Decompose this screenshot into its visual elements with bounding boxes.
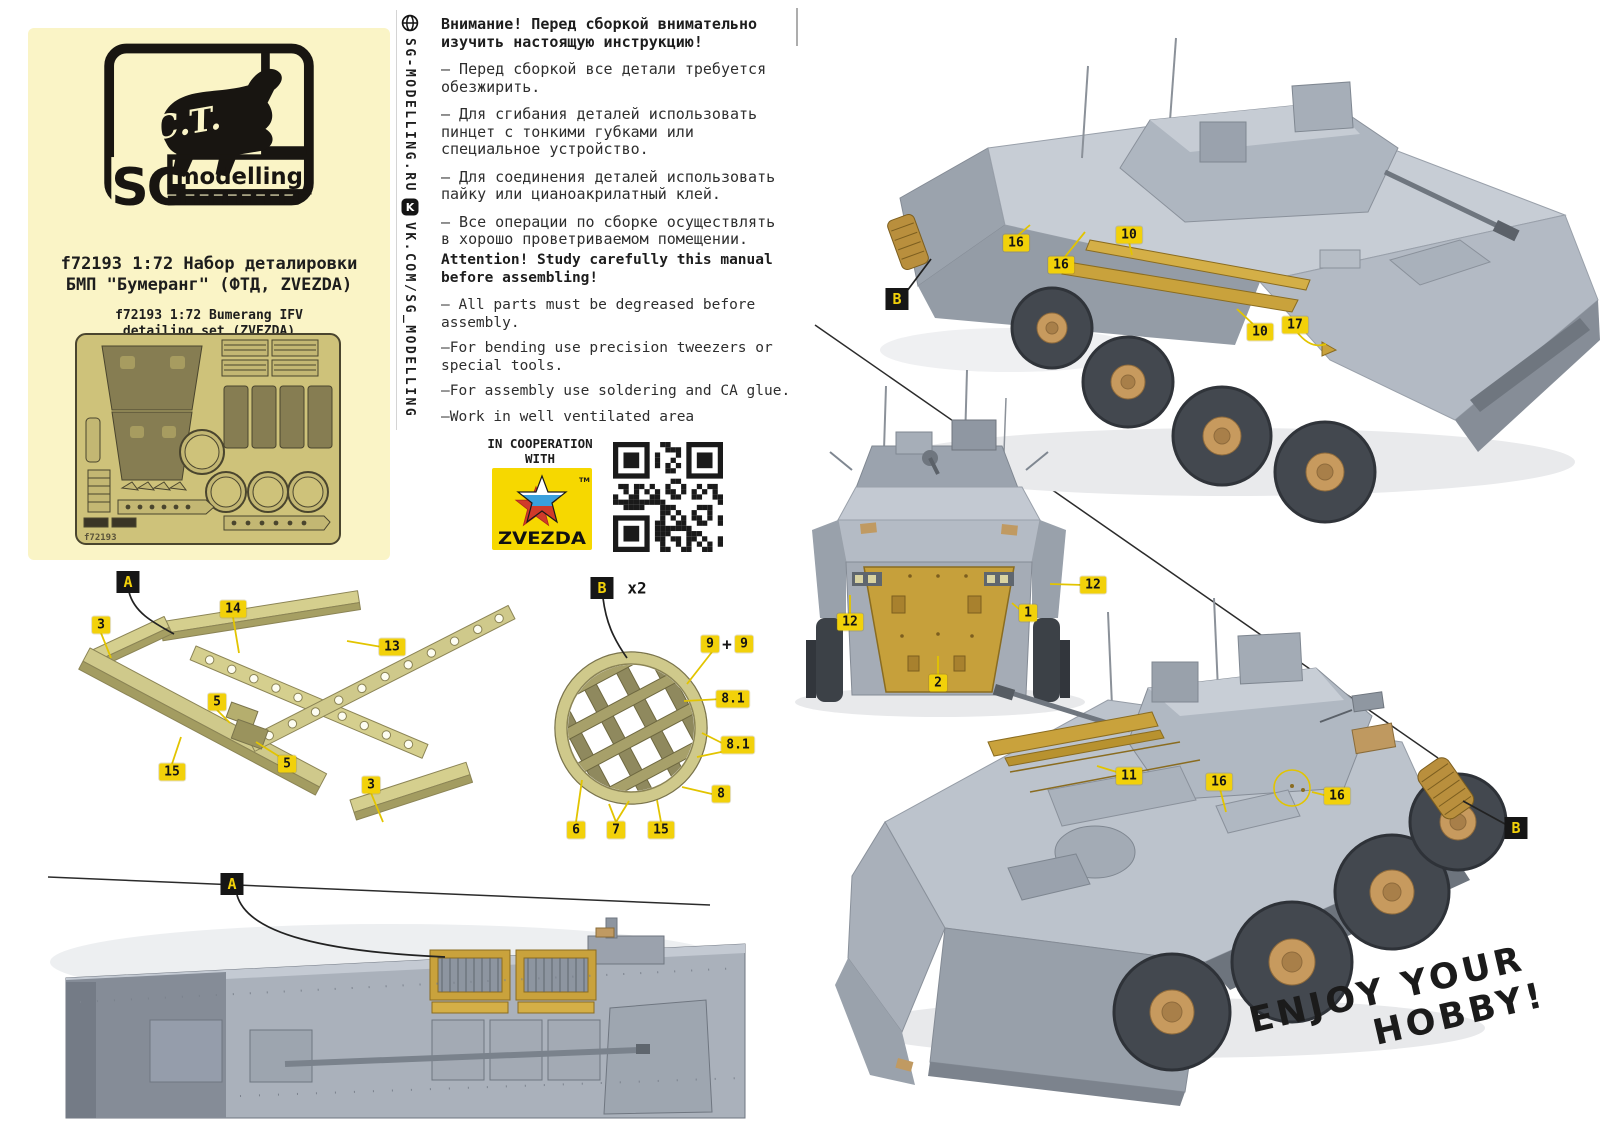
vk-url: VK.COM/SG_MODELLING <box>402 222 417 419</box>
diagram-b-drawing <box>545 642 717 814</box>
callout-diagram-a-13: 13 <box>379 638 405 656</box>
instruction-item-ru: – Для сгибания деталей использовать пинц… <box>441 105 758 158</box>
zvezda-wordmark: ZVEZDA <box>498 529 587 549</box>
photo-front-drawing <box>795 369 1085 717</box>
column-divider <box>396 10 397 430</box>
callout-photo-rear-16: 16 <box>1324 787 1350 805</box>
zvezda-tm: TM <box>579 476 590 484</box>
callout-diagram-a-15: 15 <box>159 763 185 781</box>
callout-photo-side-A: A <box>220 873 244 895</box>
instruction-item-en: –For assembly use soldering and CA glue. <box>441 383 791 399</box>
callout-diagram-a-5: 5 <box>208 693 226 711</box>
callout-diagram-b-8: 8 <box>712 785 730 803</box>
bear-silhouette <box>161 68 282 177</box>
instructions-en-heading: Attention! Study carefully this manual b… <box>441 252 773 286</box>
instructions-ru: Внимание! Перед сборкой внимательно изуч… <box>441 15 789 259</box>
callout-photo-top-17: 17 <box>1282 316 1308 334</box>
callout-photo-top-10: 10 <box>1247 323 1273 341</box>
callout-diagram-a-14: 14 <box>220 600 246 618</box>
instruction-item-en: –For bending use precision tweezers or s… <box>441 340 773 374</box>
callout-diagram-b-15: 15 <box>648 821 674 839</box>
svg-text:K: K <box>406 201 415 214</box>
globe-icon <box>401 14 419 32</box>
callout-photo-rear-B: B <box>1504 817 1528 839</box>
photo-top-drawing <box>880 37 1600 524</box>
fret-part-code: f72193 <box>84 533 117 543</box>
cooperation-block: IN COOPERATION WITH TM ZVEZDA <box>440 430 770 560</box>
callout-photo-front-1: 1 <box>1019 604 1037 622</box>
callout-diagram-b-9: 9 <box>735 635 753 653</box>
logo-brand: SG <box>111 158 187 218</box>
callout-diagram-a-A: A <box>116 571 140 593</box>
callout-photo-rear-16: 16 <box>1206 773 1232 791</box>
callout-photo-top-16: 16 <box>1048 256 1074 274</box>
callout-photo-top-10: 10 <box>1116 226 1142 244</box>
photo-etch-fret: f72193 <box>74 330 344 548</box>
callout-photo-top-B: B <box>885 288 909 310</box>
diagram-a-drawing <box>78 590 516 821</box>
instructions-en: Attention! Study carefully this manual b… <box>441 252 813 434</box>
sg-modelling-logo: C.T. SG modelling <box>102 42 316 220</box>
website-url: SG-MODELLING.RU <box>402 38 417 193</box>
instruction-item-en: –Work in well ventilated area <box>441 408 695 425</box>
callout-diagram-b-6: 6 <box>567 821 585 839</box>
callout-diagram-a-3: 3 <box>362 776 380 794</box>
instruction-item-ru: – Для соединения деталей использовать па… <box>441 167 776 203</box>
instruction-item-ru: – Перед сборкой все детали требуется обе… <box>441 60 767 96</box>
header-panel: C.T. SG modelling f72193 1:72 Набор дета… <box>28 28 390 560</box>
cooperation-label: IN COOPERATION WITH <box>487 436 593 466</box>
callout-diagram-b-8.1: 8.1 <box>721 736 755 754</box>
kit-title-ru: f72193 1:72 Набор деталировки БМП "Бумер… <box>60 254 358 295</box>
callout-diagram-b-+: + <box>722 634 732 654</box>
instruction-item-en: – All parts must be degreased before ass… <box>441 297 756 331</box>
callout-diagram-b-B: B <box>590 577 614 599</box>
callout-photo-front-12: 12 <box>1080 576 1106 594</box>
photo-side-drawing <box>50 917 746 1119</box>
callout-photo-front-12: 12 <box>837 613 863 631</box>
callout-diagram-b-7: 7 <box>607 821 625 839</box>
callout-diagram-b-x2: x2 <box>627 578 647 598</box>
callout-diagram-a-3: 3 <box>92 616 110 634</box>
callout-diagram-a-5: 5 <box>278 755 296 773</box>
callout-photo-front-2: 2 <box>929 674 947 692</box>
vk-icon: K <box>401 198 419 216</box>
qr-code <box>613 442 723 552</box>
slogan: ENJOY YOUR HOBBY! <box>1245 924 1600 1081</box>
instruction-item-ru: – Все операции по сборке осуществлять в … <box>441 212 776 248</box>
callout-diagram-b-8.1: 8.1 <box>716 690 750 708</box>
callout-diagram-b-9: 9 <box>701 635 719 653</box>
logo-brand-suffix: modelling <box>176 164 303 190</box>
instructions-ru-heading: Внимание! Перед сборкой внимательно изуч… <box>441 15 758 51</box>
callout-photo-top-16: 16 <box>1003 234 1029 252</box>
zvezda-logo: TM ZVEZDA <box>492 468 592 550</box>
callout-photo-rear-11: 11 <box>1116 767 1142 785</box>
